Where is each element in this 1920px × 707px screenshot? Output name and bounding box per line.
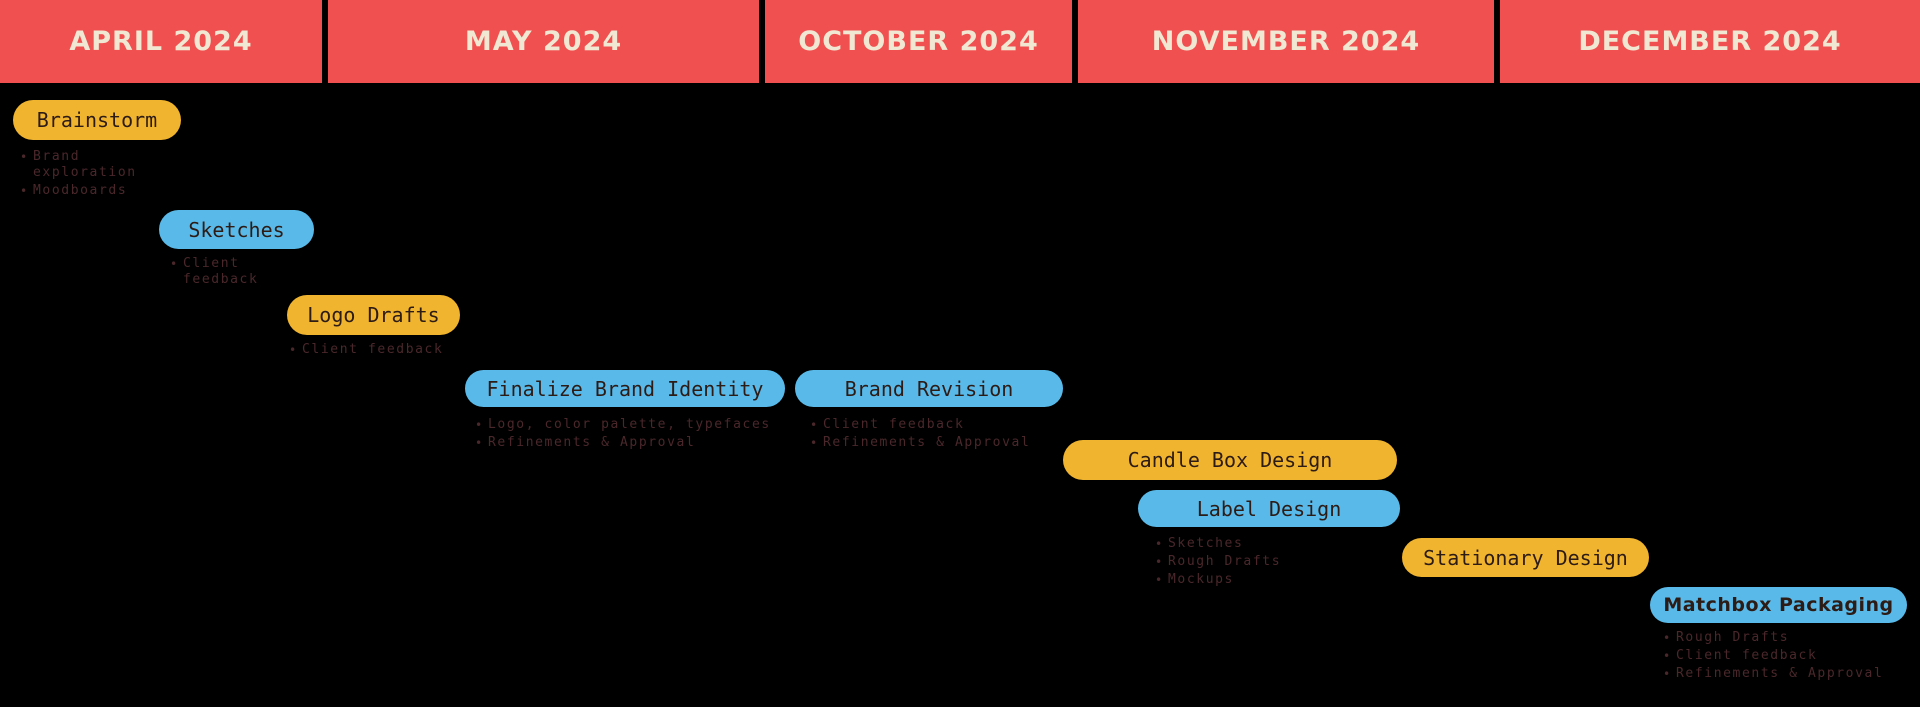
task-label: Matchbox Packaging xyxy=(1663,594,1894,616)
task-bullets: SketchesRough DraftsMockups xyxy=(1155,536,1375,590)
task-label: Sketches xyxy=(188,217,285,242)
month-header: MAY 2024 xyxy=(328,0,759,83)
bullet-item: Refinements & Approval xyxy=(475,435,825,451)
task-label: Label Design xyxy=(1196,496,1342,521)
bullet-item: Refinements & Approval xyxy=(1663,666,1913,682)
bullet-item: Mockups xyxy=(1155,572,1375,588)
task-label: Finalize Brand Identity xyxy=(486,376,764,401)
bullet-item: Client feedback xyxy=(1663,648,1913,664)
bullet-item: Moodboards xyxy=(20,183,142,199)
task-pill: Finalize Brand Identity xyxy=(465,370,785,407)
month-header: OCTOBER 2024 xyxy=(765,0,1072,83)
task-bullets: Client feedback xyxy=(289,342,549,360)
bullet-item: Rough Drafts xyxy=(1663,630,1913,646)
task-pill: Stationary Design xyxy=(1402,538,1649,577)
month-header: DECEMBER 2024 xyxy=(1500,0,1920,83)
bullet-item: Rough Drafts xyxy=(1155,554,1375,570)
bullet-item: Client feedback xyxy=(810,417,1160,433)
task-bullets: Brand explorationMoodboards xyxy=(20,149,142,201)
month-label: DECEMBER 2024 xyxy=(1578,26,1842,57)
task-pill: Matchbox Packaging xyxy=(1650,587,1907,623)
month-label: MAY 2024 xyxy=(464,26,623,57)
month-label: NOVEMBER 2024 xyxy=(1151,26,1421,57)
task-label: Candle Box Design xyxy=(1127,448,1333,472)
task-label: Stationary Design xyxy=(1423,545,1628,570)
task-pill: Sketches xyxy=(159,210,314,249)
month-label: APRIL 2024 xyxy=(69,26,253,57)
task-bullets: Rough DraftsClient feedbackRefinements &… xyxy=(1663,630,1913,684)
bullet-item: Client feedback xyxy=(170,256,272,288)
month-header-row: APRIL 2024 MAY 2024 OCTOBER 2024 NOVEMBER 2… xyxy=(0,0,1920,83)
task-pill: Label Design xyxy=(1138,490,1400,527)
task-pill: Logo Drafts xyxy=(287,295,460,335)
task-pill: Brand Revision xyxy=(795,370,1063,407)
task-pill: Brainstorm xyxy=(13,100,181,140)
month-header: NOVEMBER 2024 xyxy=(1078,0,1494,83)
bullet-item: Sketches xyxy=(1155,536,1375,552)
task-pill: Candle Box Design xyxy=(1063,440,1397,480)
task-bullets: Client feedbackRefinements & Approval xyxy=(810,417,1160,453)
task-bullets: Client feedback xyxy=(170,256,272,290)
task-label: Logo Drafts xyxy=(307,303,440,327)
task-bullets: Logo, color palette, typefacesRefinement… xyxy=(475,417,825,453)
month-header: APRIL 2024 xyxy=(0,0,322,83)
month-label: OCTOBER 2024 xyxy=(798,26,1039,57)
bullet-item: Brand exploration xyxy=(20,149,142,181)
bullet-item: Client feedback xyxy=(289,342,549,358)
task-label: Brainstorm xyxy=(36,108,158,132)
bullet-item: Refinements & Approval xyxy=(810,435,1160,451)
bullet-item: Logo, color palette, typefaces xyxy=(475,417,825,433)
task-label: Brand Revision xyxy=(844,376,1014,401)
